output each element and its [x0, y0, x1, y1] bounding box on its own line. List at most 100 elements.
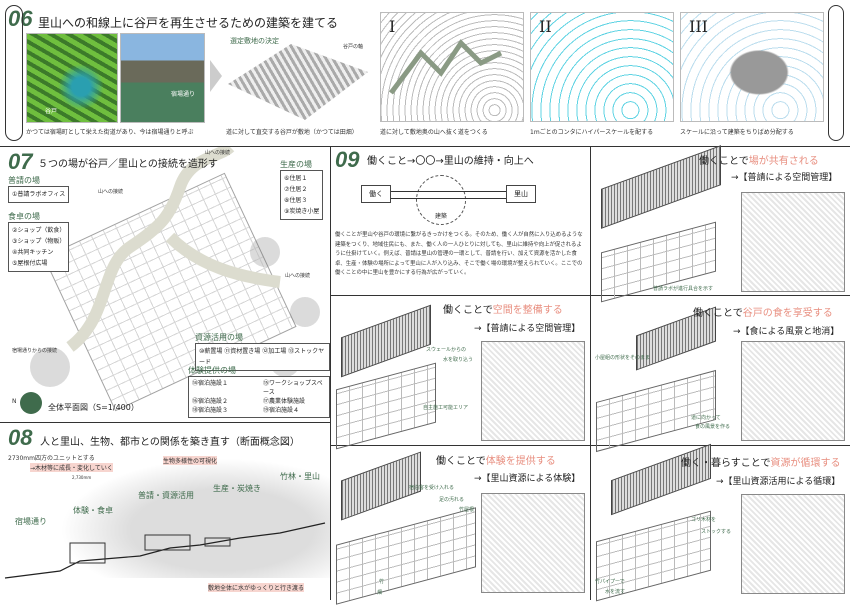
cycle-circle — [416, 175, 466, 225]
caption: 道に対して敷地奥の山へ抜く道をつくる — [380, 129, 488, 136]
terrain-model — [228, 44, 368, 120]
section-number: 07 — [8, 149, 33, 174]
annotation: 畑 — [377, 590, 383, 596]
site-diagram-1: I — [380, 12, 524, 122]
panel-title-accent: 資源が循環する — [770, 458, 841, 469]
panel-subtitle: →【里山資源による体験】 — [474, 474, 581, 484]
path-drawing — [66, 147, 281, 352]
street-photo: 宿場通り — [120, 33, 205, 123]
divider — [0, 422, 330, 423]
section-title: 人と里山、生物、都市との関係を築き直す（断面概念図） — [40, 437, 300, 448]
section-title: ５つの場が谷戸／里山との接続を造形す — [38, 159, 218, 170]
divider — [330, 146, 331, 600]
annotation: ストックする — [701, 529, 732, 535]
perspective-photo — [741, 192, 845, 292]
arrow-left — [391, 198, 506, 199]
arrow-icon — [210, 60, 222, 92]
perspective-photo — [741, 494, 845, 594]
node-satoyama: 里山 — [506, 185, 536, 203]
connection-label: 山への接続 — [205, 150, 231, 156]
section-title: 働くこと→〇〇→里山の維持・向上へ — [367, 156, 534, 167]
annotation: ゴリ木材を — [691, 517, 717, 523]
zone-label: 生産・炭焼き — [213, 484, 261, 493]
annotation: →木材等に成長・変化していく — [30, 463, 113, 472]
annotation: スウェールからの — [426, 347, 467, 353]
section-08: 08 人と里山、生物、都市との関係を築き直す（断面概念図） 2730mm四方のユ… — [0, 423, 330, 600]
node-architecture: 建築 — [435, 213, 448, 220]
field-item: ⑧住居３ — [284, 197, 308, 204]
north-arrow-icon — [20, 392, 42, 414]
field-title: 食卓の場 — [8, 212, 40, 221]
panel-title-accent: 谷戸の食を享受する — [742, 308, 833, 319]
tree — [290, 297, 320, 327]
annotation: 水を流す — [605, 589, 626, 595]
caption: 道に対して直交する谷戸が敷地（かつては田畑） — [226, 129, 358, 136]
field-title: 体験提供の場 — [188, 366, 236, 375]
divider — [0, 146, 850, 147]
caption: 1mごとのコンタにハイパースケールを配する — [530, 129, 654, 136]
field-item: ⑩薪置場 ⑪資材置き場 ⑫加工場 ⑬ストックヤード — [195, 343, 330, 371]
panel-title-lead: 働くことで — [436, 456, 486, 467]
field-item: ⑨炭焼き小屋 — [284, 208, 320, 215]
caption: スケールに沿って建築をちりばめ分配する — [680, 129, 794, 136]
field-item: ⑥住居１ — [284, 175, 308, 182]
terrain-note: 谷戸の軸 — [343, 44, 364, 50]
zone-label: 竹林・里山 — [280, 472, 320, 481]
panel-enjoy-food: 働くことで谷戸の食を享受する →【食による風景と地消】 小屋組の形状をそのまま … — [591, 296, 850, 453]
panel-label: III — [689, 17, 708, 36]
divider — [330, 295, 850, 296]
annotation: 竹パイプーで — [595, 579, 625, 585]
zone-label: 宿場通り — [15, 517, 47, 526]
annotation: 食の風景を作る — [695, 424, 731, 430]
panel-title: 働くことで谷戸の食を享受する — [693, 304, 833, 319]
field-item: ①普請ラボオフィス — [8, 186, 70, 203]
unit-dimension: 2,730mm — [72, 475, 92, 480]
connection-label: 山への接続 — [98, 189, 124, 195]
annotation: 自主施工可能エリア — [423, 405, 469, 411]
street-label: 宿場通り — [171, 91, 196, 98]
field-item: ⑯宿泊施設２ — [192, 398, 229, 405]
panel-title-lead: 働くことで — [693, 308, 743, 319]
bracket-left — [5, 5, 23, 141]
annotation: 小屋組の形状をそのまま — [595, 355, 651, 361]
annotation: 道に向かって — [691, 415, 721, 421]
field-item: ⑦住居２ — [284, 186, 308, 193]
plan-title: 全体平面図（S=1/400） — [48, 403, 139, 412]
bracket-right — [828, 5, 844, 141]
panel-title: 働く・暮らすことで資源が循環する — [681, 454, 841, 469]
section-number: 09 — [335, 147, 360, 172]
node-work: 働く — [361, 185, 391, 203]
panel-subtitle: →【普請による空間管理】 — [474, 324, 581, 334]
panel-subtitle: →【食による風景と地消】 — [733, 327, 840, 337]
field-title: 資源活用の場 — [195, 333, 243, 342]
connection-label: 山への接続 — [285, 273, 311, 279]
panel-title-accent: 空間を整備する — [492, 305, 563, 316]
arrow-right — [391, 191, 506, 192]
perspective-photo — [741, 341, 845, 441]
zone-label: 体験・食卓 — [73, 506, 113, 515]
site-diagram-3: III — [680, 12, 824, 122]
annotation: 普請ラボが進行具合を示す — [653, 286, 714, 292]
panel-title-lead: 働くことで — [699, 156, 749, 167]
field-item: ⑲宿泊施設４ — [263, 407, 300, 414]
north-label: N — [12, 398, 17, 405]
field-shigen: 資源活用の場 ⑩薪置場 ⑪資材置き場 ⑫加工場 ⑬ストックヤード — [195, 332, 330, 371]
section-drawing — [4, 522, 326, 579]
panel-title: 働くことで空間を整備する — [443, 301, 563, 316]
field-item: ⑭宿泊施設１ — [192, 380, 229, 387]
panel-title-accent: 体験を提供する — [485, 456, 556, 467]
panel-title-lead: 働くことで — [443, 305, 493, 316]
frame-axo — [596, 369, 716, 453]
annotation: 敷地全体に水がゆっくりと行き渡る — [208, 583, 305, 592]
map-label: 谷戸 — [45, 108, 58, 115]
panel-label: II — [539, 17, 552, 36]
annotation: 宿泊客を受け入れる — [409, 485, 455, 491]
annotation: 竹屋根 — [459, 507, 475, 513]
field-item: ⑤屋根付広場 — [12, 260, 48, 267]
caption: かつては宿場町として栄えた街道があり、今は宿場通りと呼ぶ — [26, 129, 194, 136]
field-item: ③ショップ（物販） — [12, 238, 66, 245]
panel-shared-space: 働くことで場が共有される →【普請による空間管理】 普請ラボが進行具合を示す — [591, 145, 850, 303]
annotation: 水を取り込う — [443, 357, 474, 363]
panel-subtitle: →【普請による空間管理】 — [731, 173, 838, 183]
field-taiken: 体験提供の場 ⑭宿泊施設１ ⑮ワークショップスペース ⑯宿泊施設２ ⑰農業体験施… — [188, 365, 330, 418]
